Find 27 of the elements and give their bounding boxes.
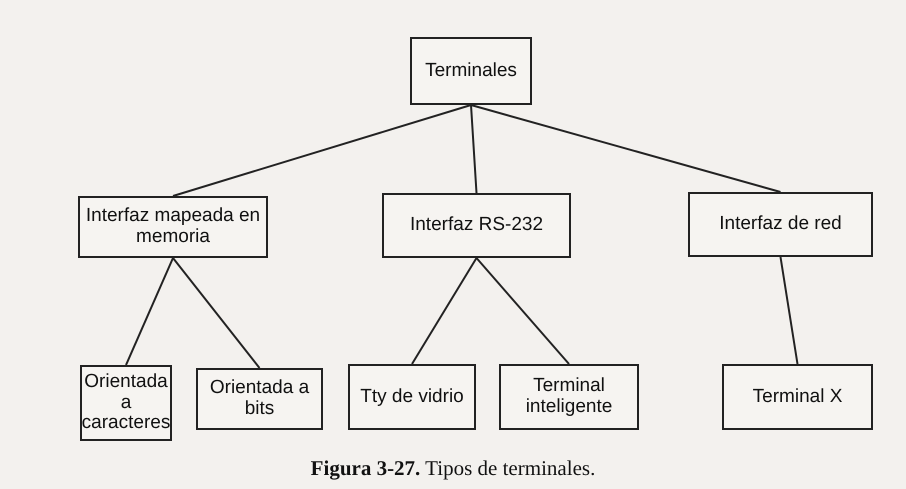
category-box xyxy=(382,193,571,258)
connector-line xyxy=(125,258,174,366)
node-label: Terminales xyxy=(425,60,517,82)
node-label: Interfaz de red xyxy=(719,214,842,235)
category-box xyxy=(499,364,639,430)
connector-line xyxy=(476,257,570,365)
category-box xyxy=(80,365,172,441)
category-box xyxy=(348,364,476,430)
category-box xyxy=(722,364,873,430)
connector-line xyxy=(411,257,478,365)
figure-caption: Figura 3-27. Tipos de terminales. xyxy=(310,456,596,481)
connector-line xyxy=(470,104,478,194)
connector-line xyxy=(172,104,472,197)
node-label: Terminal inteligente xyxy=(524,376,614,418)
node-label: Orientada a bits xyxy=(208,378,310,420)
connector-line xyxy=(780,256,798,364)
connector-line xyxy=(172,257,260,369)
connector-line xyxy=(470,104,781,193)
node-label: Orientada a caracteres xyxy=(82,372,170,434)
node-label: Interfaz RS-232 xyxy=(410,215,544,236)
category-box xyxy=(410,37,532,105)
category-box xyxy=(78,196,268,258)
category-box xyxy=(196,368,323,430)
category-box xyxy=(688,192,873,257)
node-label: Terminal X xyxy=(752,386,842,408)
node-label: Interfaz mapeada en memoria xyxy=(84,206,262,248)
node-label: Tty de vidrio xyxy=(360,386,464,408)
